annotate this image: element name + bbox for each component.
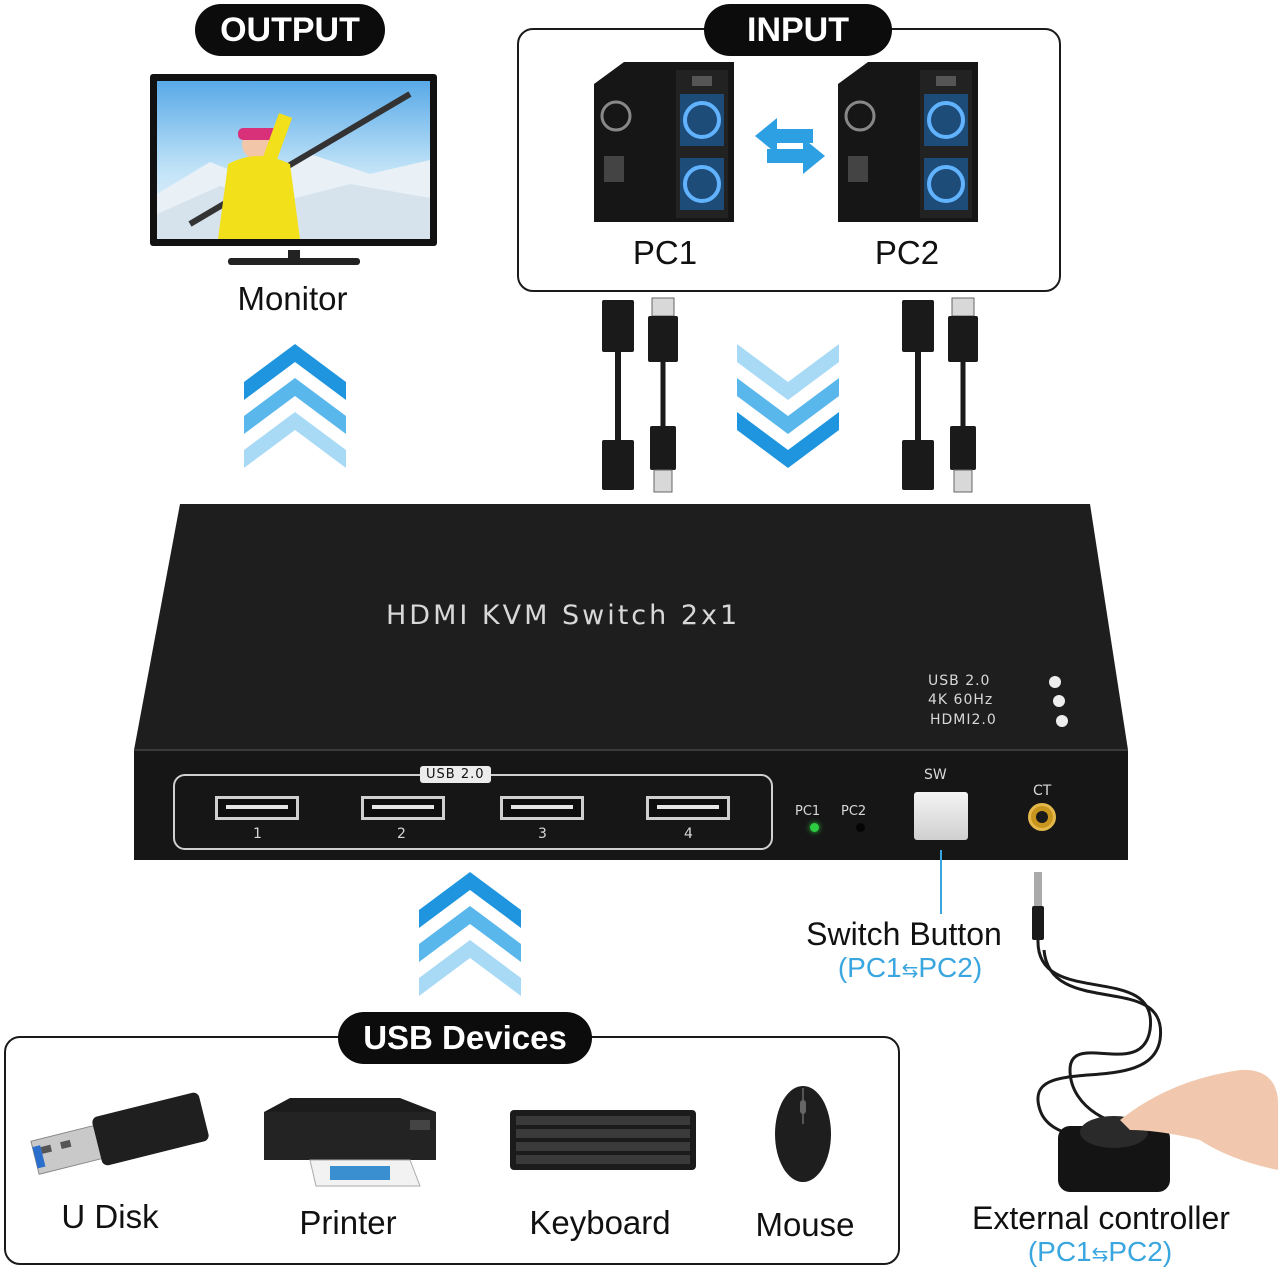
spec-line-2: 4K 60Hz <box>928 692 994 708</box>
led-pc1-label: PC1 <box>795 804 821 819</box>
ext-open-paren: ( <box>1027 1236 1038 1267</box>
pc1-led-indicator <box>810 823 819 832</box>
usb-device-printer-label: Printer <box>299 1204 397 1241</box>
ext-swap-icon: ⇆ <box>1091 1244 1109 1266</box>
ext-pc-a: PC1 <box>1037 1236 1092 1267</box>
monitor-label: Monitor <box>237 280 348 317</box>
usb-port-4[interactable] <box>646 796 730 820</box>
spec-line-1: USB 2.0 <box>928 673 991 689</box>
swap-icon: ⇆ <box>901 960 919 982</box>
usb-port-2[interactable] <box>361 796 445 820</box>
usb-flash-drive-icon <box>30 1092 209 1175</box>
usb-port-1[interactable] <box>215 796 299 820</box>
device-title: HDMI KVM Switch 2x1 <box>386 600 741 631</box>
usb-devices-badge: USB Devices <box>338 1012 592 1064</box>
ct-label: CT <box>1033 783 1052 799</box>
led-pc2-label: PC2 <box>841 804 867 819</box>
usb-port-number-1: 1 <box>253 826 262 842</box>
switch-open-paren: ( <box>837 952 848 983</box>
sw-label: SW <box>924 767 947 783</box>
down-arrows-icon <box>737 344 839 468</box>
ext-close-paren: ) <box>1162 1236 1173 1267</box>
switch-pc-b: PC2 <box>918 952 973 983</box>
pc1-label: PC1 <box>632 234 698 271</box>
ct-jack[interactable] <box>1028 803 1056 831</box>
usb-device-mouse-label: Mouse <box>755 1206 855 1243</box>
external-controller-icon <box>1058 1069 1278 1192</box>
external-controller-title: External controller <box>972 1200 1230 1236</box>
switch-close-paren: ) <box>972 952 983 983</box>
usb-port-number-2: 2 <box>397 826 406 842</box>
switch-button[interactable] <box>914 792 968 840</box>
spec-dot-2 <box>1053 695 1065 707</box>
usb-group-label: USB 2.0 <box>420 766 491 783</box>
usb-port-number-4: 4 <box>684 826 693 842</box>
mouse-icon <box>775 1086 831 1182</box>
ext-pc-b: PC2 <box>1108 1236 1163 1267</box>
spec-dot-1 <box>1049 676 1061 688</box>
external-controller-subtitle: (PC1⇆PC2) <box>1000 1236 1200 1268</box>
pc2-label: PC2 <box>874 234 940 271</box>
kvm-switch-body <box>134 504 1128 860</box>
controller-cable-icon <box>1032 872 1162 1138</box>
pc1-cables-icon <box>602 297 678 493</box>
spec-dot-3 <box>1056 715 1068 727</box>
keyboard-icon <box>510 1110 696 1170</box>
usb-port-3[interactable] <box>500 796 584 820</box>
printer-icon <box>264 1098 436 1187</box>
pc2-led-indicator <box>856 823 865 832</box>
pc1-tower-icon <box>594 62 734 222</box>
usb-device-udisk-label: U Disk <box>61 1198 159 1235</box>
usb-port-number-3: 3 <box>538 826 547 842</box>
switch-pc-a: PC1 <box>847 952 902 983</box>
up-arrows-icon <box>244 344 346 468</box>
swap-arrows-icon <box>755 118 825 174</box>
pc2-tower-icon <box>838 62 978 222</box>
switch-button-subtitle: (PC1⇆PC2) <box>810 952 1010 984</box>
usb-up-arrows-icon <box>419 872 521 996</box>
usb-device-keyboard-label: Keyboard <box>529 1204 671 1241</box>
output-badge: OUTPUT <box>195 4 385 56</box>
spec-line-3: HDMI2.0 <box>930 712 997 728</box>
switch-callout-line <box>940 850 942 914</box>
monitor-icon <box>150 74 437 265</box>
pc2-cables-icon <box>902 297 978 493</box>
input-badge: INPUT <box>704 4 892 56</box>
switch-button-title: Switch Button <box>806 916 1002 952</box>
